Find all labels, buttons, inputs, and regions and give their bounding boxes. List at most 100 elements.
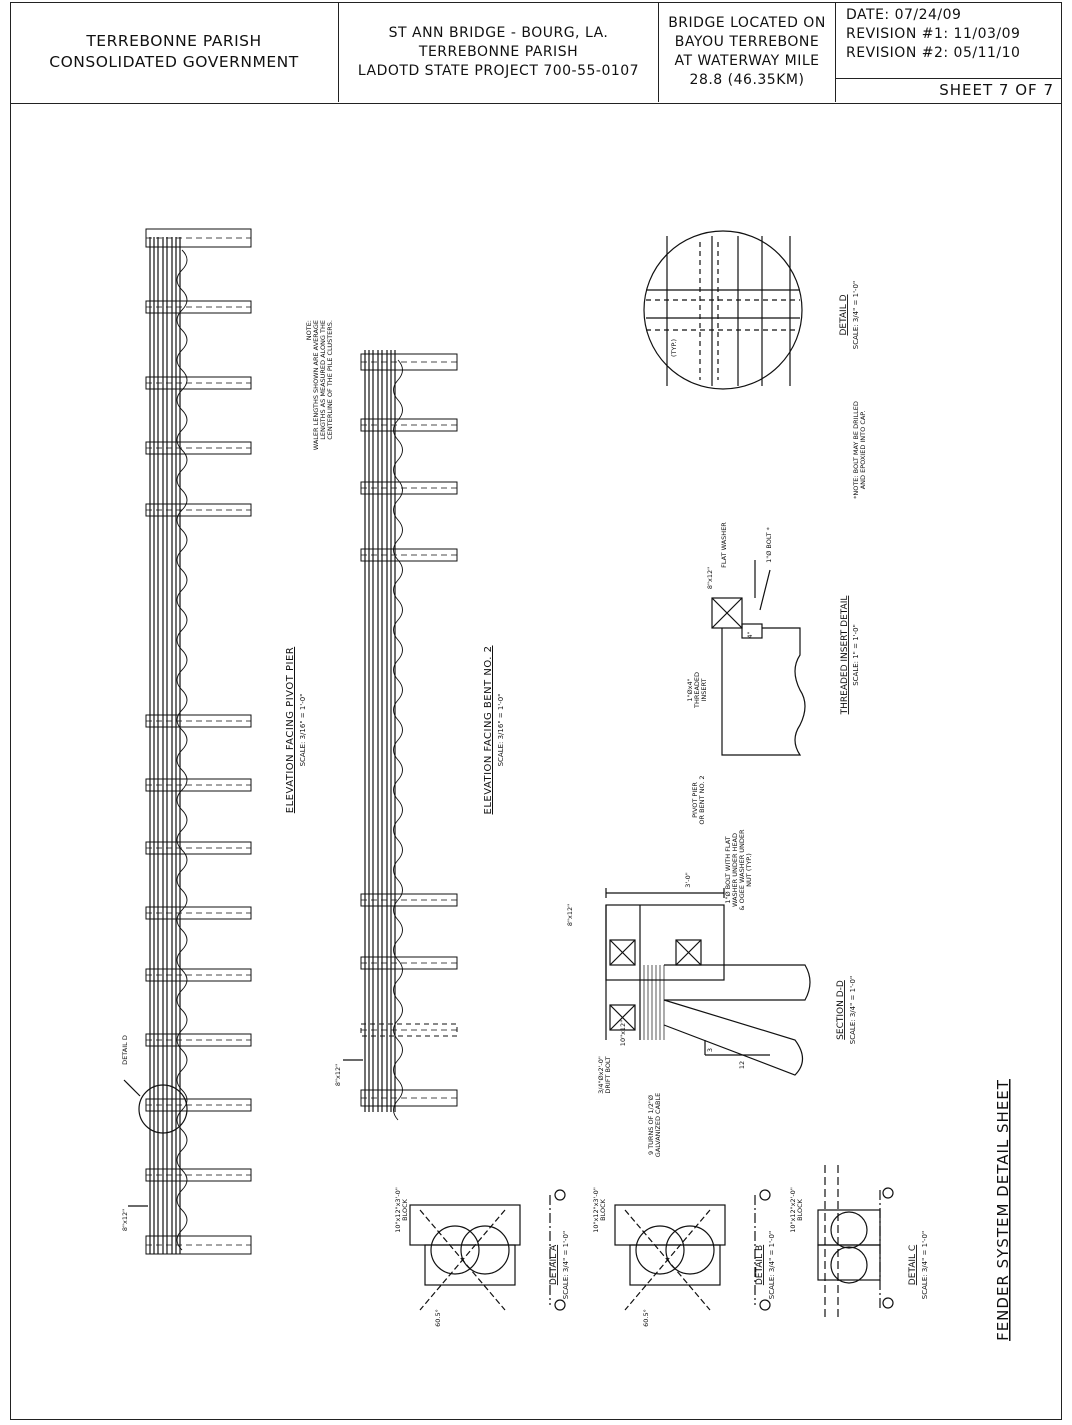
insert-dim-4: 4" xyxy=(746,631,754,638)
block-a-label-2: BLOCK xyxy=(401,1198,409,1221)
cable-label-2: GALVANIZED CABLE xyxy=(654,1093,662,1157)
pivot-or-bent-label-2: OR BENT NO. 2 xyxy=(698,775,706,824)
elev-bent-title: ELEVATION FACING BENT NO. 2 xyxy=(483,645,494,814)
revision-2-text: REVISION #2: 05/11/10 xyxy=(846,45,1021,61)
bent-waterline-wave xyxy=(393,359,403,1121)
detail-d-callout-circle xyxy=(138,1084,188,1134)
owner-line2: CONSOLIDATED GOVERNMENT xyxy=(49,53,299,71)
slope-run-label: 12 xyxy=(738,1061,746,1069)
location-line1: BRIDGE LOCATED ON xyxy=(668,15,826,31)
detail-a-bottom-block xyxy=(424,1244,516,1286)
detail-d-leader xyxy=(123,1079,141,1097)
elev-pivot-title: ELEVATION FACING PIVOT PIER xyxy=(285,647,296,813)
insert-block-x2 xyxy=(711,597,743,629)
section-vertical-pile xyxy=(664,964,811,1001)
typ-label: (TYP.) xyxy=(670,339,678,357)
title-block: TERREBONNE PARISH CONSOLIDATED GOVERNMEN… xyxy=(10,2,1062,104)
waler-note-2: WALER LENGTHS SHOWN ARE AVERAGE xyxy=(312,320,320,450)
detail-c-pile-1 xyxy=(830,1211,868,1249)
detail-b-bottom-block xyxy=(629,1244,721,1286)
angle-b-label: 60.5° xyxy=(642,1309,650,1327)
sheet-title: FENDER SYSTEM DETAIL SHEET xyxy=(994,1079,1012,1341)
section-waler-2-x2 xyxy=(675,939,702,966)
section-waler-1 xyxy=(609,939,636,966)
section-bolt-note-1: 1"Ø BOLT WITH FLAT xyxy=(724,836,732,903)
threaded-insert-label-3: INSERT xyxy=(700,678,708,701)
owner-cell: TERREBONNE PARISH CONSOLIDATED GOVERNMEN… xyxy=(10,2,339,102)
revision-cell: DATE: 07/24/09 REVISION #1: 11/03/09 REV… xyxy=(836,2,1062,102)
section-waler-3-x2 xyxy=(609,1004,636,1031)
drift-bolt-label-2: DRIFT BOLT xyxy=(604,1056,612,1093)
pier-cap-outline xyxy=(721,627,806,756)
detail-b-pile-1 xyxy=(635,1225,685,1275)
block-a2-label-1: 10"x12"x3'-0" xyxy=(592,1187,600,1233)
location-line3: AT WATERWAY MILE xyxy=(674,53,820,69)
slope-rise-label: 3 xyxy=(706,1048,714,1052)
detail-d-title: DETAIL D xyxy=(839,294,849,335)
block-a2-label-2: BLOCK xyxy=(599,1198,607,1221)
block-b-label-1: 10"x12"x2'-0" xyxy=(789,1187,797,1233)
drift-bolt-label-1: 3/4"Øx2'-0" xyxy=(597,1056,605,1094)
waler-note-1: NOTE: xyxy=(305,320,313,340)
revision-1-text: REVISION #1: 11/03/09 xyxy=(846,26,1021,42)
detail-d-circle xyxy=(643,230,803,390)
detail-c-bottom-block xyxy=(817,1244,881,1281)
detail-a-title: DETAIL A xyxy=(549,1244,559,1285)
drawing-sheet-border xyxy=(10,2,1062,1420)
insert-waler-block xyxy=(711,597,743,629)
section-dim-3-0: 3'-0" xyxy=(684,872,692,887)
bent-waler-size-label: 8"x12" xyxy=(334,1064,342,1086)
section-waler-size-8x12: 8"x12" xyxy=(566,904,574,926)
detail-a-scale: SCALE: 3/4" = 1'-0" xyxy=(562,1231,570,1299)
bolt-note-1: *NOTE: BOLT MAY BE DRILLED xyxy=(852,401,860,499)
project-line2: TERREBONNE PARISH xyxy=(418,43,579,60)
detail-c-cl-marker-2 xyxy=(882,1297,894,1309)
cable-label-1: 9 TURNS OF 1/2"Ø xyxy=(647,1095,655,1155)
detail-b-title: DETAIL B xyxy=(755,1245,765,1285)
section-scale: SCALE: 3/4" = 1'-0" xyxy=(849,976,857,1044)
sheet-number: SHEET 7 OF 7 xyxy=(836,78,1062,102)
detail-c-top-block xyxy=(817,1209,881,1246)
bolt-note-2: AND EPOXIED INTO CAP. xyxy=(859,411,867,490)
section-bolt-note-2: WASHER UNDER HEAD xyxy=(731,833,739,907)
detail-c-pile-2 xyxy=(830,1246,868,1284)
elev-bent-scale: SCALE: 3/16" = 1'-0" xyxy=(497,694,505,767)
detail-a-pile-1 xyxy=(430,1225,480,1275)
insert-nut xyxy=(741,623,763,639)
bolt-leader xyxy=(759,569,771,611)
pivot-waler-size-label: 8"x12" xyxy=(121,1209,129,1231)
location-cell: BRIDGE LOCATED ON BAYOU TERREBONE AT WAT… xyxy=(659,2,836,102)
section-cap-outline xyxy=(605,904,725,981)
section-bolt-note-4: NUT (TYP.) xyxy=(745,853,753,887)
detail-b-cable-2 xyxy=(624,1209,711,1311)
threaded-insert-title: THREADED INSERT DETAIL xyxy=(840,596,850,716)
insert-waler-size: 8"x12" xyxy=(706,567,714,589)
detail-a-pile-2 xyxy=(460,1225,510,1275)
block-a-label-1: 10"x12"x3'-0" xyxy=(394,1187,402,1233)
flat-washer-label: FLAT WASHER xyxy=(720,522,728,568)
project-cell: ST ANN BRIDGE - BOURG, LA. TERREBONNE PA… xyxy=(339,2,659,102)
detail-a-cl-marker-1 xyxy=(554,1189,566,1201)
date-text: DATE: 07/24/09 xyxy=(846,7,962,23)
detail-b-cl-marker-2 xyxy=(759,1299,771,1311)
detail-c-scale: SCALE: 3/4" = 1'-0" xyxy=(921,1231,929,1299)
threaded-insert-scale: SCALE: 1" = 1'-0" xyxy=(852,624,860,686)
waler-note-3: LENGTHS AS MEASURED ALONG THE xyxy=(319,320,327,440)
section-waler-1-x2 xyxy=(609,939,636,966)
section-batter-pile xyxy=(663,999,804,1076)
section-bolt-note-3: & OGEE WASHER UNDER xyxy=(738,829,746,911)
detail-b-cl-marker-1 xyxy=(759,1189,771,1201)
block-b-label-2: BLOCK xyxy=(796,1198,804,1221)
detail-b-scale: SCALE: 3/4" = 1'-0" xyxy=(768,1231,776,1299)
location-line2: BAYOU TERREBONE xyxy=(674,34,820,50)
section-waler-size-10x12: 10"x12" xyxy=(619,1020,627,1046)
project-line3: LADOTD STATE PROJECT 700-55-0107 xyxy=(357,62,640,79)
detail-a-cable-2 xyxy=(419,1209,506,1311)
section-title: SECTION D-D xyxy=(836,980,846,1040)
bolt-label: 1"Ø BOLT * xyxy=(765,526,773,563)
detail-c-title: DETAIL C xyxy=(908,1245,918,1285)
section-waler-3 xyxy=(609,1004,636,1031)
project-line1: ST ANN BRIDGE - BOURG, LA. xyxy=(388,24,609,41)
detail-c-cl-marker-1 xyxy=(882,1187,894,1199)
